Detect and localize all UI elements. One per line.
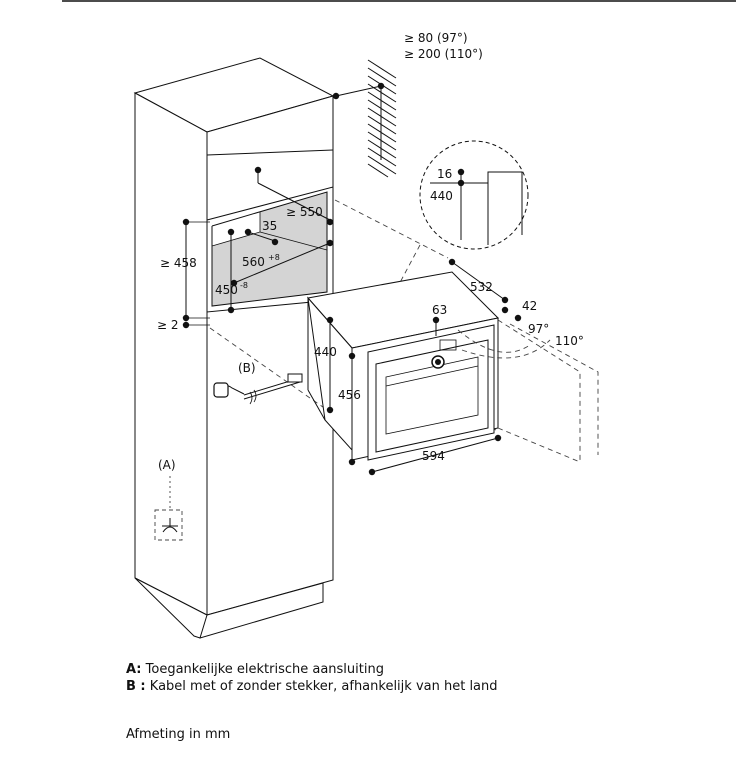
callout-b: (B)	[238, 361, 256, 375]
dim-16: 16	[437, 167, 452, 181]
dim-456: 456	[338, 388, 361, 402]
dim-532: 532	[470, 280, 493, 294]
callout-a: (A)	[158, 458, 176, 472]
legend-text-b: Kabel met of zonder stekker, afhankelijk…	[145, 679, 498, 694]
vent-label-80: ≥ 80 (97°)	[404, 31, 468, 45]
installation-diagram: ≥ 550 35 ≥ 458 560 +8 450 -8 ≥ 2	[62, 0, 736, 639]
dim-550: ≥ 550	[286, 205, 323, 219]
dim-2: ≥ 2	[157, 318, 179, 332]
tall-cabinet	[133, 57, 335, 639]
ventilation-grille: ≥ 80 (97°) ≥ 200 (110°)	[332, 31, 483, 178]
dim-35: 35	[262, 219, 277, 233]
oven-dimensions: 532 42 63 97° 110° 440 456 594	[314, 258, 584, 476]
cabinet-dimensions: ≥ 550 35 ≥ 458 560 +8 450 -8 ≥ 2	[157, 166, 334, 332]
dim-458: ≥ 458	[160, 256, 197, 270]
legend-item-a: A: Toegankelijke elektrische aansluiting	[126, 662, 384, 678]
dim-450: 450	[215, 283, 238, 297]
detail-circle: 16 440	[371, 140, 529, 336]
dim-560: 560	[242, 255, 265, 269]
dim-450-tolerance: -8	[240, 281, 248, 290]
legend-key-a: A:	[126, 662, 142, 677]
dim-110: 110°	[555, 334, 584, 348]
legend-key-b: B :	[126, 679, 146, 694]
dim-594: 594	[422, 449, 445, 463]
dim-440: 440	[314, 345, 337, 359]
vent-label-200: ≥ 200 (110°)	[404, 47, 483, 61]
dim-97: 97°	[528, 322, 549, 336]
dim-63: 63	[432, 303, 447, 317]
unit-note: Afmeting in mm	[126, 727, 231, 742]
legend-text-a: Toegankelijke elektrische aansluiting	[141, 662, 384, 677]
cable-b: (B)	[213, 361, 303, 405]
oven-appliance	[307, 271, 500, 461]
dim-560-tolerance: +8	[268, 253, 280, 262]
dim-440-detail: 440	[430, 189, 453, 203]
door-swing	[457, 319, 599, 463]
dim-42: 42	[522, 299, 537, 313]
electrical-connection-a: (A)	[154, 458, 183, 541]
legend-item-b: B : Kabel met of zonder stekker, afhanke…	[126, 679, 498, 695]
